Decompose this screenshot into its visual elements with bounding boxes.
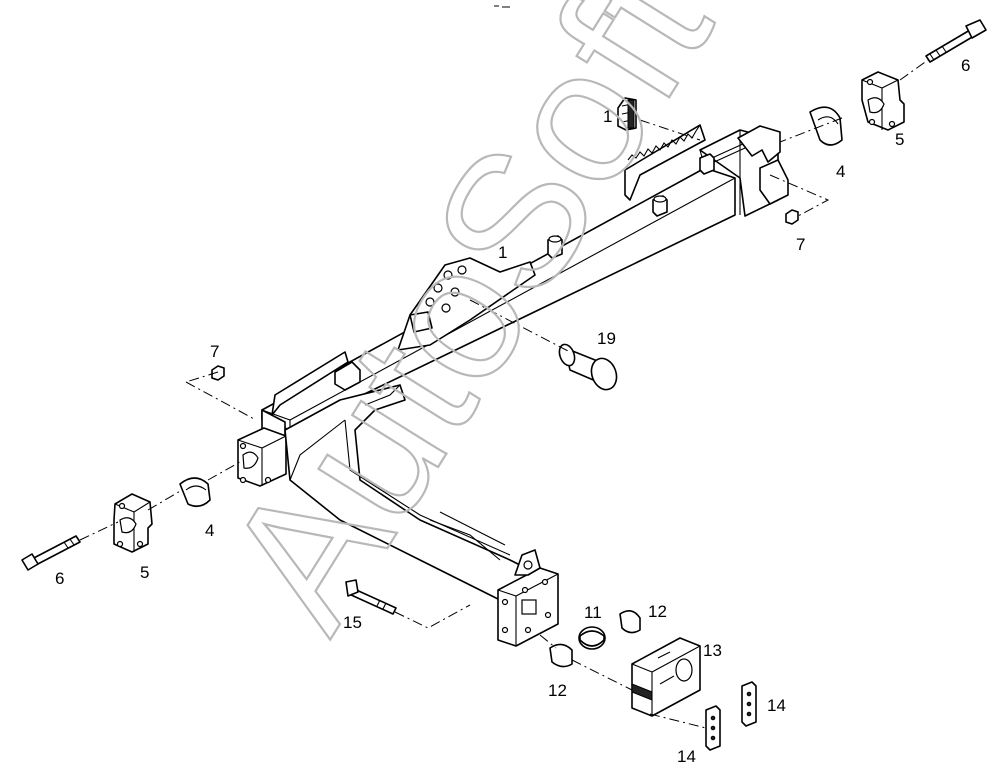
callout-6-left: 6: [55, 569, 64, 588]
bracket-part-5-left: [113, 493, 153, 553]
callout-1-top: 1: [603, 107, 612, 126]
bushing-part-4-right: [809, 106, 843, 146]
callout-5-right: 5: [895, 130, 904, 149]
bolt-part-6-right: [925, 19, 987, 63]
bushing-part-12-upper: [619, 610, 641, 634]
nut-part-7-left: [211, 365, 225, 381]
clip-part-1: [617, 97, 637, 131]
callout-14-right: 14: [767, 696, 786, 715]
callout-7-right: 7: [796, 235, 805, 254]
bracket-part-5-right: [861, 71, 905, 131]
block-part-13: [631, 637, 701, 717]
bolt-part-15: [345, 579, 397, 615]
nut-part-7-right: [785, 209, 799, 225]
main-frame: [237, 124, 789, 647]
callout-19: 19: [597, 329, 616, 348]
assembly-lines: [79, 59, 929, 729]
callout-5-left: 5: [140, 563, 149, 582]
callout-numbers: 1 1 4 4 5 5 6 6 7 7 11 12 12 13 14 14 15…: [55, 56, 970, 766]
strip-part-14-right: [741, 681, 757, 727]
top-mark: [494, 5, 510, 8]
callout-4-left: 4: [205, 521, 214, 540]
callout-15: 15: [343, 613, 362, 632]
callout-4-right: 4: [836, 162, 845, 181]
callout-1-mid: 1: [498, 243, 507, 262]
bushing-part-4-left: [179, 477, 211, 508]
callout-12-upper: 12: [648, 602, 667, 621]
callout-6-right: 6: [961, 56, 970, 75]
pin-part-19: [558, 343, 618, 391]
strip-part-14-left: [705, 705, 721, 751]
bushing-part-12-lower: [549, 643, 573, 668]
callout-11: 11: [584, 603, 602, 622]
plug-part-11: [578, 626, 606, 650]
callout-7-left: 7: [210, 342, 219, 361]
callout-12-lower: 12: [548, 681, 567, 700]
callout-13: 13: [703, 641, 722, 660]
bolt-part-6-left: [21, 535, 81, 571]
callout-14-left: 14: [677, 747, 696, 766]
